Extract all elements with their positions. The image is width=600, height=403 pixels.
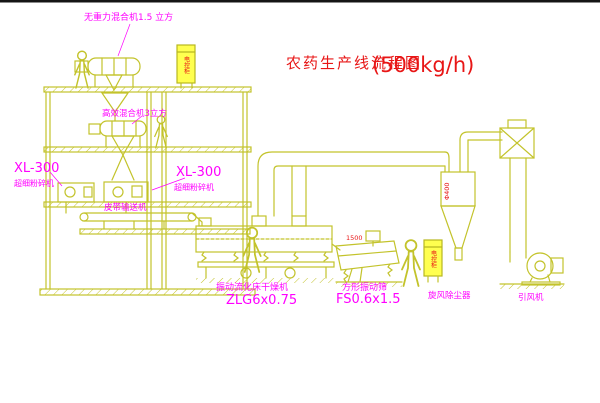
label-dryer-name: 振动流化床干燥机 xyxy=(216,281,288,293)
person-figure xyxy=(401,239,421,287)
gravity-mixer xyxy=(74,57,141,122)
label-top-mixer: 无重力混合机1.5 立方 xyxy=(84,11,173,23)
cyclone-separator xyxy=(440,131,503,261)
vibrating-screen xyxy=(331,230,403,287)
label-fan: 引风机 xyxy=(518,292,544,303)
control-cabinet-top xyxy=(176,44,196,89)
mill-left xyxy=(57,182,95,214)
label-screen-model: FS0.6x1.5 xyxy=(336,292,401,307)
cyclone-dimension: Φ400 xyxy=(443,182,451,200)
control-cabinet-mid xyxy=(423,239,443,283)
cabinet-top-text: 电控柜 xyxy=(183,55,190,75)
top-border xyxy=(0,0,600,3)
mill-center xyxy=(103,181,149,214)
fluid-bed-dryer xyxy=(195,215,336,283)
induced-draft-fan xyxy=(509,251,564,286)
label-belt-conveyor: 皮带输送机 xyxy=(104,202,147,213)
label-dryer-model: ZLG6x0.75 xyxy=(226,293,297,308)
exhaust-stack xyxy=(499,119,565,289)
label-left-mill-name: 超细粉碎机 xyxy=(14,178,54,188)
cabinet-mid-text: 电控柜 xyxy=(430,249,437,269)
label-center-mill-name: 超细粉碎机 xyxy=(174,182,214,192)
duct-system xyxy=(257,151,450,217)
capacity-label: (500kg/h) xyxy=(372,53,474,77)
page-title: 农药生产线流程图 xyxy=(286,54,422,72)
screen-dimension: 1500 xyxy=(346,234,363,242)
label-cyclone: 旋风除尘器 xyxy=(428,290,471,301)
leader-lines xyxy=(49,23,186,191)
high-efficiency-mixer xyxy=(88,120,147,181)
label-center-mill-model: XL-300 xyxy=(176,165,221,180)
label-mid-mixer: 高效混合机3立方 xyxy=(102,108,167,119)
label-screen-name: 方形振动筛 xyxy=(342,281,387,293)
belt-conveyor xyxy=(79,212,203,230)
person-figure xyxy=(74,50,90,89)
label-left-mill-model: XL-300 xyxy=(14,161,59,176)
